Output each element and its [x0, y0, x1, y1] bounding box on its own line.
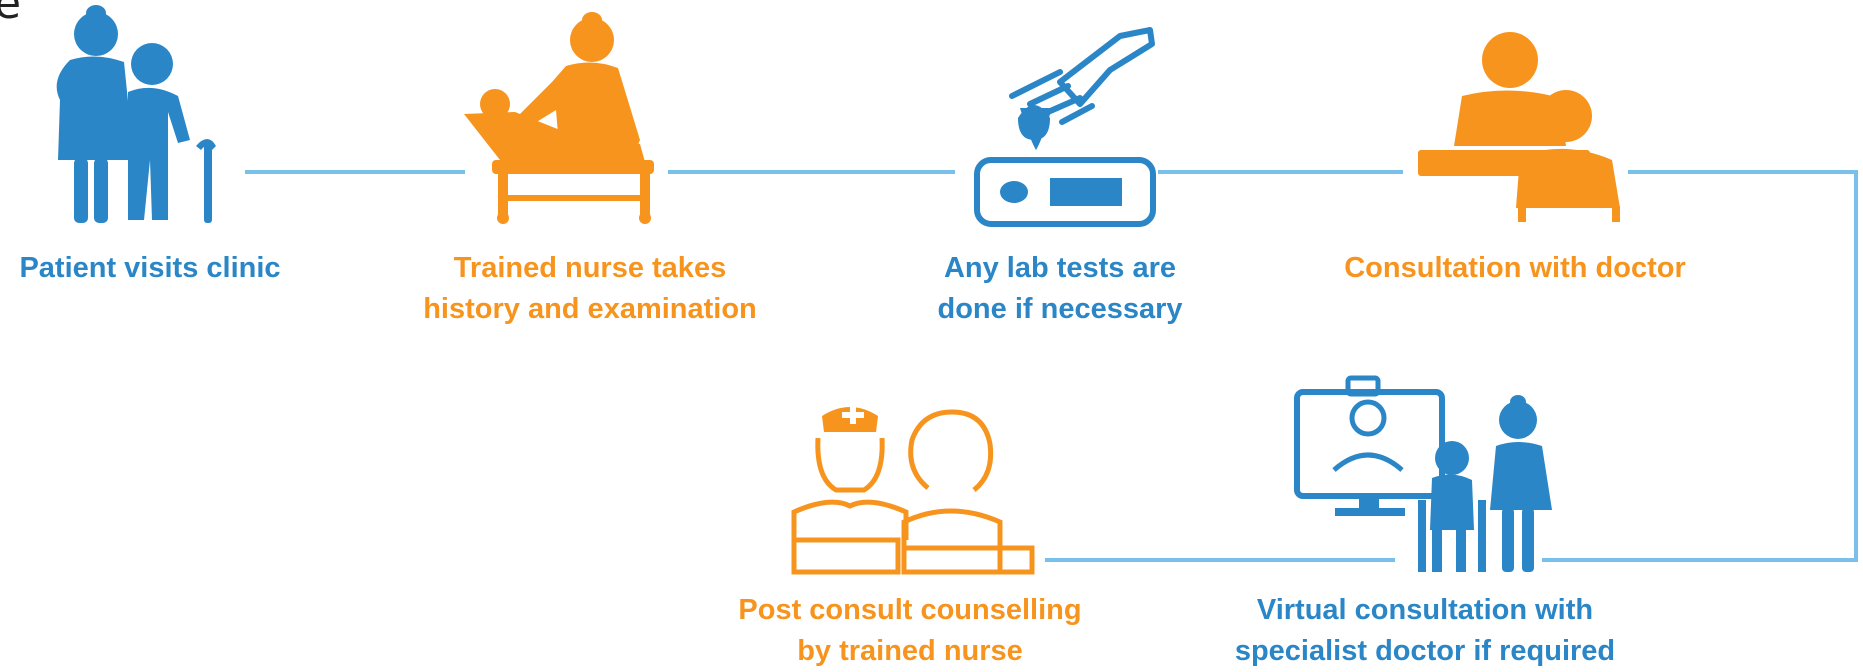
nurse-examining-patient-icon — [464, 12, 654, 224]
finger-prick-glucometer-icon — [974, 27, 1156, 227]
connector-4-5 — [1542, 170, 1858, 562]
corner-mark: e — [0, 0, 22, 29]
label-line: Trained nurse takes — [453, 252, 727, 284]
label-line: Consultation with doctor — [1344, 252, 1686, 284]
step-label-virtual-consultation: Virtual consultation with specialist doc… — [1215, 590, 1635, 672]
label-line: specialist doctor if required — [1234, 635, 1616, 667]
step-label-doctor-consultation: Consultation with doctor — [1330, 248, 1700, 289]
step-label-lab-tests: Any lab tests are done if necessary — [910, 248, 1210, 330]
nurse-counselling-patient-icon — [791, 406, 1035, 575]
telemedicine-doctor-screen-icon — [1294, 375, 1552, 572]
step-label-post-consult-counselling: Post consult counselling by trained nurs… — [720, 590, 1100, 672]
doctor-consultation-icon — [1418, 32, 1620, 222]
label-line: Patient visits clinic — [19, 252, 281, 284]
label-line: Virtual consultation with — [1256, 594, 1594, 626]
nurse-with-elderly-patient-icon — [56, 5, 216, 223]
step-label-nurse-history: Trained nurse takes history and examinat… — [400, 248, 780, 330]
label-line: done if necessary — [937, 293, 1183, 325]
flow-connector — [245, 170, 1858, 562]
label-line: Any lab tests are — [943, 252, 1177, 284]
label-line: Post consult counselling — [738, 594, 1082, 626]
label-line: by trained nurse — [797, 635, 1023, 667]
label-line: history and examination — [423, 293, 757, 325]
step-label-patient-visits: Patient visits clinic — [0, 248, 300, 289]
